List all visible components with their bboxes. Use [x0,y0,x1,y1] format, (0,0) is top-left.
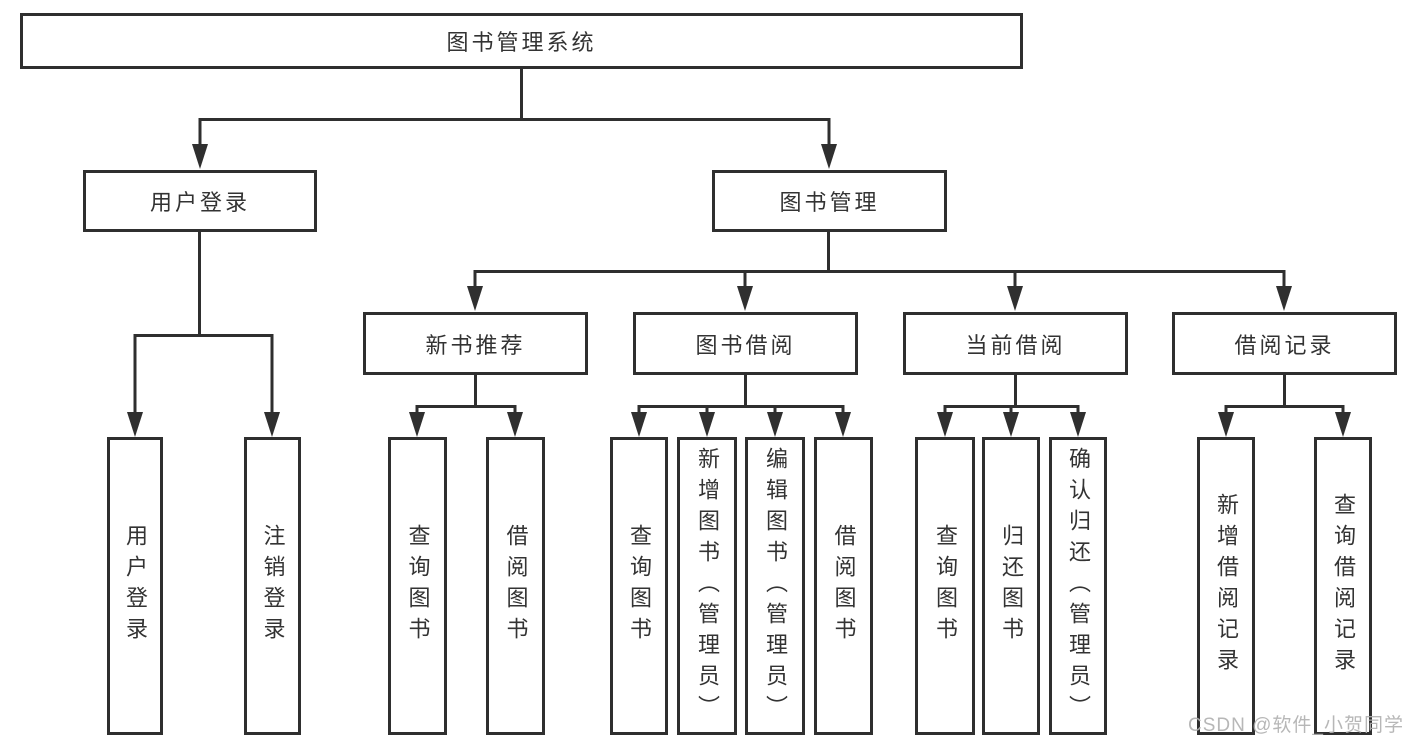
node-new-book-recommend: 新书推荐 [363,312,588,375]
node-book-management: 图书管理 [712,170,947,232]
watermark: CSDN @软件_小贺同学 [1188,715,1404,736]
connector-borrow-records [1224,374,1345,418]
node-book-borrow: 图书借阅 [633,312,858,375]
leaf-borrow-book-1: 借阅图书 [486,437,545,735]
connector-book-management [473,231,1286,292]
connector-user-login [133,231,274,418]
connector-root [198,67,831,150]
leaf-return-book: 归还图书 [982,437,1040,735]
node-user-login: 用户登录 [83,170,317,232]
leaf-add-book-admin: 新增图书（管理员） [677,437,737,735]
connector-book-borrow [637,374,845,418]
leaf-logout: 注销登录 [244,437,301,735]
leaf-add-borrow-record: 新增借阅记录 [1197,437,1255,735]
node-borrow-records: 借阅记录 [1172,312,1397,375]
leaf-query-book-1: 查询图书 [388,437,447,735]
connector-current-borrow [943,374,1080,418]
leaf-edit-book-admin: 编辑图书（管理员） [745,437,805,735]
node-current-borrow: 当前借阅 [903,312,1128,375]
leaf-user-login: 用户登录 [107,437,163,735]
connector-new-book [415,374,517,418]
leaf-query-book-2: 查询图书 [610,437,668,735]
leaf-confirm-return-admin: 确认归还（管理员） [1049,437,1107,735]
leaf-borrow-book-2: 借阅图书 [814,437,873,735]
arrowheads [127,144,1351,437]
node-root-system: 图书管理系统 [20,13,1023,69]
leaf-query-book-3: 查询图书 [915,437,975,735]
leaf-query-borrow-record: 查询借阅记录 [1314,437,1372,735]
